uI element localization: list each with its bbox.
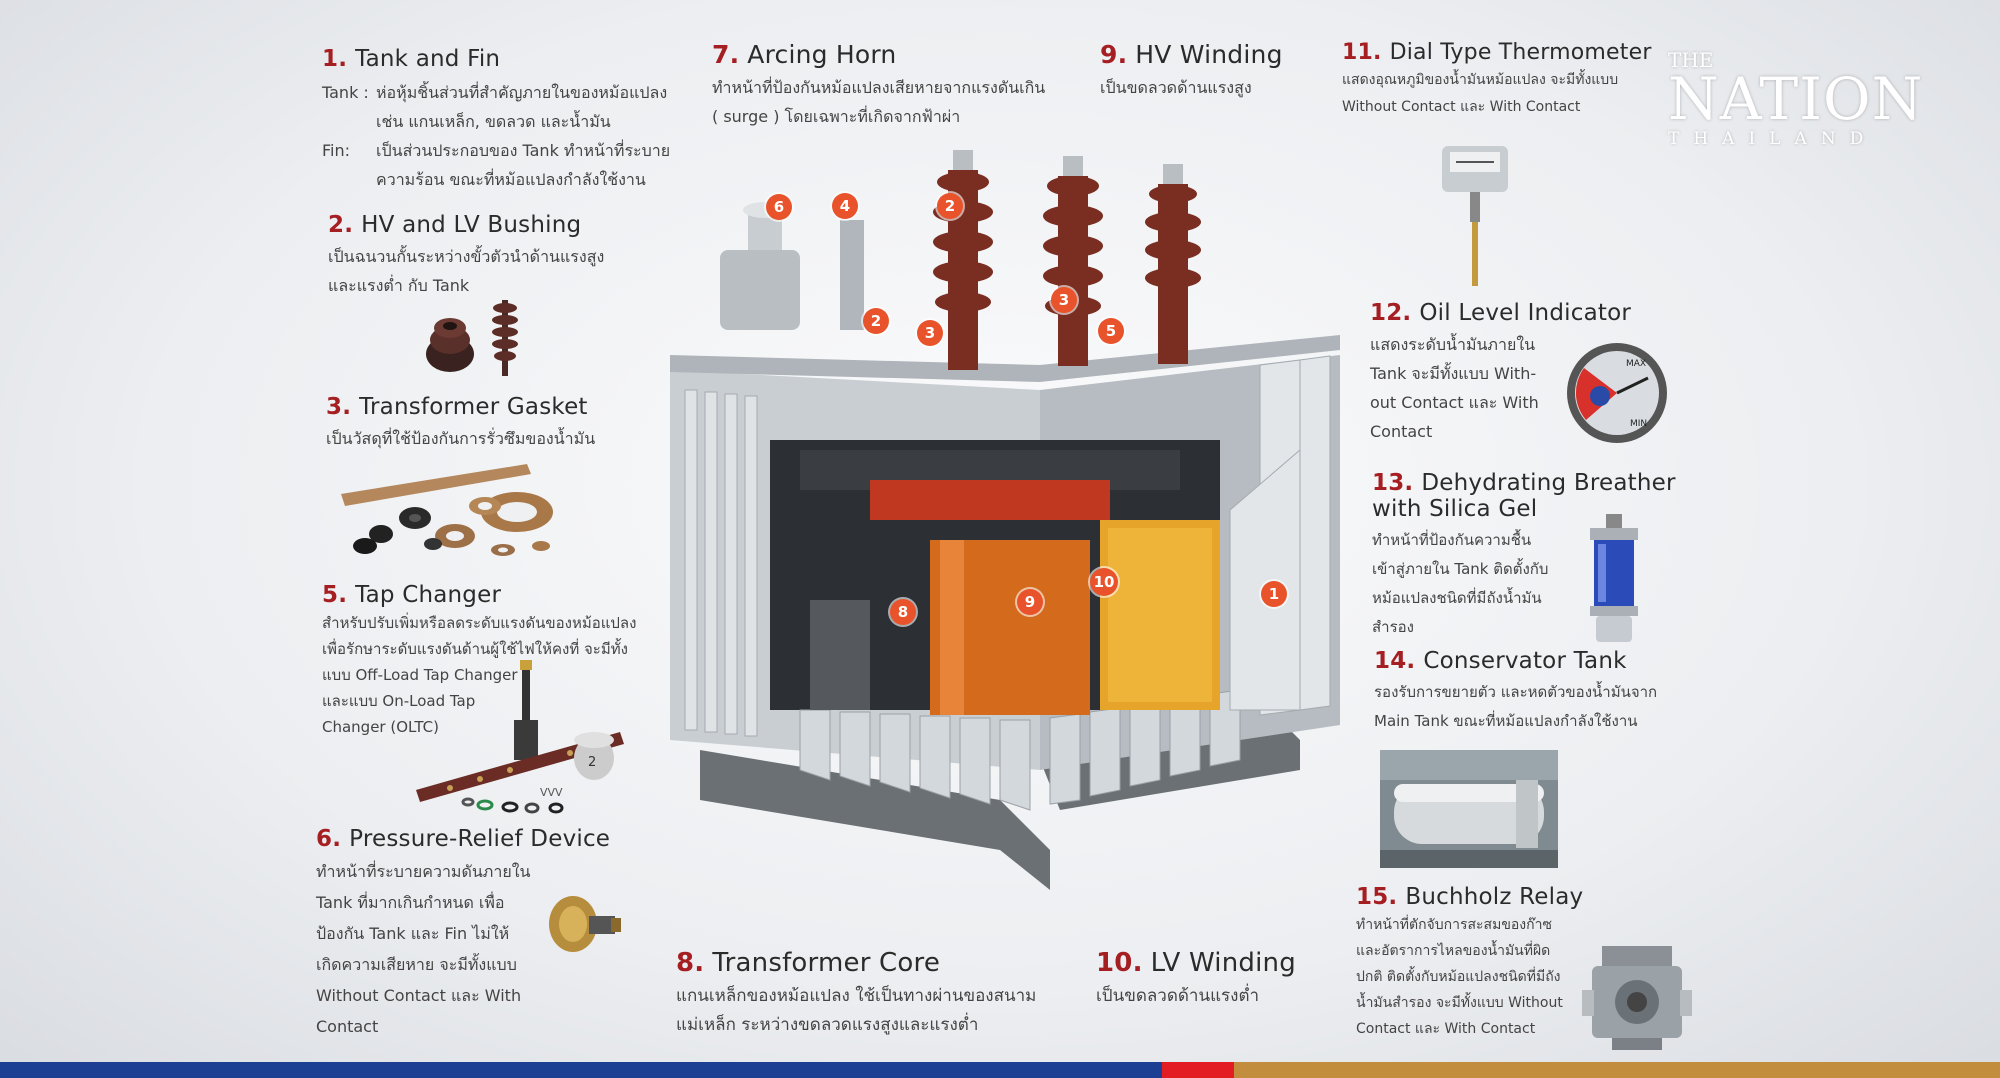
section-title: 10.LV Winding — [1096, 948, 1296, 978]
section-lv-winding: 10.LV Winding เป็นขดลวดด้านแรงต่ำ — [1096, 948, 1296, 1006]
section-hv-lv-bushing: 2.HV and LV Bushing เป็นฉนวนกั้นระหว่างข… — [328, 212, 605, 295]
section-title: 12.Oil Level Indicator — [1370, 300, 1632, 326]
section-title: 5.Tap Changer — [322, 582, 502, 608]
callout-marker-5: 5 — [1098, 318, 1124, 344]
section-title: 1.Tank and Fin — [322, 46, 501, 72]
section-transformer-core: 8.Transformer Core แกนเหล็กของหม้อแปลง ใ… — [676, 948, 1037, 1035]
section-hv-winding: 9.HV Winding เป็นขดลวดด้านแรงสูง — [1100, 40, 1283, 97]
core-limb — [810, 600, 870, 710]
section-arcing-horn: 7.Arcing Horn ทำหน้าที่ป้องกันหม้อแปลงเส… — [712, 40, 1046, 126]
nation-thailand-logo: THE NATION THAILAND — [1668, 48, 1924, 149]
tank-cover — [670, 335, 1340, 382]
bottom-bar-blue — [0, 1062, 1162, 1078]
bushing-image — [426, 300, 518, 376]
section-title: 3.Transformer Gasket — [326, 394, 588, 420]
hv-bushings — [933, 150, 1201, 370]
svg-text:VVV: VVV — [540, 786, 563, 799]
oil-level-gauge-image: MAX MIN — [1567, 343, 1667, 443]
tap-number-label: 2 — [588, 755, 596, 770]
bottom-bar-red — [1162, 1062, 1234, 1078]
callout-marker-4: 4 — [832, 193, 858, 219]
section-conservator-tank: 14.Conservator Tank รองรับการขยายตัว และ… — [1374, 648, 1658, 730]
section-oil-level-indicator: 12.Oil Level Indicator แสดงระดับน้ำมันภา… — [1370, 300, 1632, 441]
thermometer-image — [1442, 146, 1508, 286]
callout-marker-2: 2 — [937, 193, 963, 219]
section-title: 11.Dial Type Thermometer — [1342, 40, 1652, 65]
section-title: 7.Arcing Horn — [712, 40, 897, 69]
section-pressure-relief-device: 6.Pressure-Relief Device ทำหน้าที่ระบายค… — [316, 826, 611, 1036]
section-title: 2.HV and LV Bushing — [328, 212, 582, 238]
section-title: 14.Conservator Tank — [1374, 648, 1627, 674]
callout-marker-2: 2 — [863, 308, 889, 334]
base-rail — [700, 750, 1050, 890]
silica-breather-image — [1590, 514, 1638, 642]
section-title: 9.HV Winding — [1100, 40, 1283, 69]
callout-marker-9: 9 — [1017, 589, 1043, 615]
callout-marker-3: 3 — [917, 320, 943, 346]
section-dehydrating-breather: 13.Dehydrating Breather with Silica Gel … — [1372, 470, 1676, 636]
section-title: 6.Pressure-Relief Device — [316, 826, 611, 852]
section-title-line2: with Silica Gel — [1372, 496, 1538, 522]
pressure-relief-image — [549, 896, 621, 952]
conservator-tank-image — [1380, 750, 1558, 868]
section-dial-thermometer: 11.Dial Type Thermometer แสดงอุณหภูมิของ… — [1342, 40, 1652, 115]
callout-marker-1: 1 — [1261, 581, 1287, 607]
cooling-fins — [684, 389, 758, 737]
section-title: 15.Buchholz Relay — [1356, 884, 1584, 910]
callout-marker-3: 3 — [1051, 287, 1077, 313]
callout-marker-6: 6 — [766, 194, 792, 220]
gasket-image — [341, 464, 553, 556]
section-buchholz-relay: 15.Buchholz Relay ทำหน้าที่ตักจับการสะสม… — [1356, 884, 1584, 1037]
tap-changer-image: 2 VVV — [416, 660, 624, 814]
tap-lead-bar — [870, 480, 1110, 520]
section-tank-and-fin: 1.Tank and Fin Tank :ห่อหุ้มชิ้นส่วนที่ส… — [322, 46, 671, 189]
bottom-bar-gold — [1234, 1062, 2000, 1078]
section-title: 8.Transformer Core — [676, 948, 941, 978]
arcing-horn — [840, 220, 864, 330]
callout-marker-10: 10 — [1090, 568, 1118, 596]
section-tap-changer: 5.Tap Changer สำหรับปรับเพิ่มหรือลดระดับ… — [322, 582, 637, 736]
pressure-relief-device — [720, 202, 800, 330]
section-title: 13.Dehydrating Breather — [1372, 470, 1676, 496]
transformer-cutaway-diagram — [670, 150, 1340, 890]
gauge-max-label: MAX — [1626, 359, 1646, 369]
buchholz-relay-image — [1582, 946, 1692, 1050]
callout-marker-8: 8 — [890, 599, 916, 625]
gauge-min-label: MIN — [1630, 419, 1647, 429]
section-transformer-gasket: 3.Transformer Gasket เป็นวัสดุที่ใช้ป้อง… — [326, 394, 596, 448]
